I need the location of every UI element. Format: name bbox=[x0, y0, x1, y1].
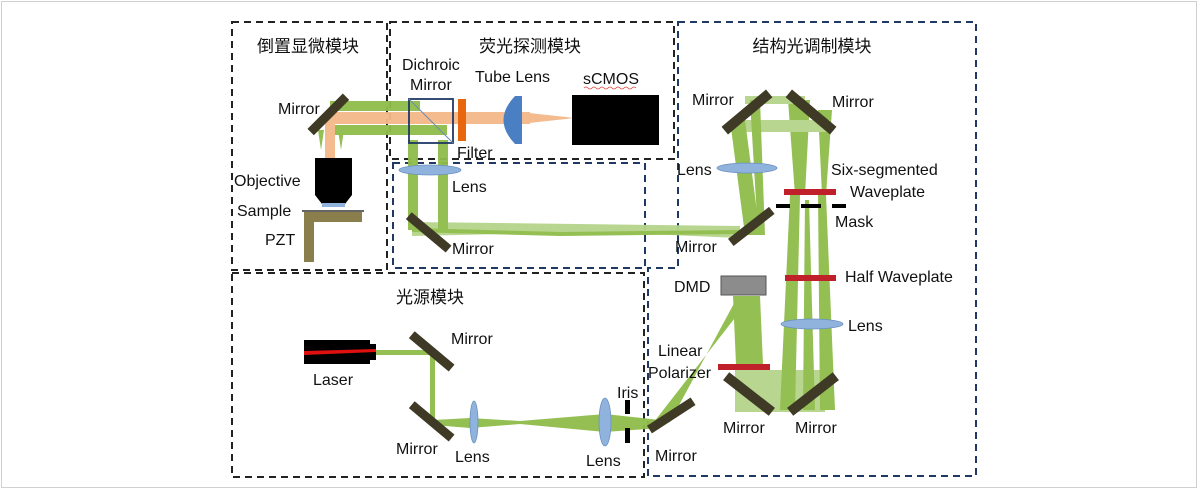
beam-up-2 bbox=[803, 200, 815, 410]
scmos-camera bbox=[572, 95, 659, 145]
beam-relay-left-1 bbox=[408, 140, 418, 230]
six-segmented-waveplate bbox=[784, 189, 836, 195]
beam-scope-bottom bbox=[335, 125, 447, 135]
beam-up-3 bbox=[818, 195, 835, 410]
label-mirror-bottom-left: Mirror bbox=[723, 420, 765, 437]
label-objective: Objective bbox=[234, 173, 301, 190]
iris-bottom bbox=[625, 428, 630, 443]
beam-src-vertical bbox=[430, 352, 435, 422]
mirror-relay-right bbox=[728, 206, 775, 246]
beam-to-dmd bbox=[650, 296, 752, 427]
label-mirror-src-top: Mirror bbox=[451, 331, 493, 348]
label-mirror-top-right: Mirror bbox=[832, 94, 874, 111]
label-six-seg-2: Waveplate bbox=[850, 184, 925, 201]
module-title-detection: 荧光探测模块 bbox=[479, 37, 581, 57]
label-mirror-bottom-right: Mirror bbox=[795, 420, 837, 437]
beam-left-column bbox=[730, 120, 760, 235]
mirror-bottom-left bbox=[723, 372, 775, 416]
label-lens-relay-left: Lens bbox=[452, 179, 487, 196]
beam-laser-out bbox=[376, 350, 432, 355]
label-lens-src-1: Lens bbox=[455, 449, 490, 466]
label-mirror-entry: Mirror bbox=[655, 448, 697, 465]
mirror-entry bbox=[647, 397, 696, 434]
beams bbox=[318, 96, 835, 432]
iris-top bbox=[625, 400, 630, 414]
label-mirror-relay-right: Mirror bbox=[675, 239, 717, 256]
label-mirror-top-left: Mirror bbox=[692, 92, 734, 109]
module-box-microscope bbox=[231, 21, 388, 271]
module-title-source: 光源模块 bbox=[396, 288, 464, 308]
mirror-top-left bbox=[721, 89, 773, 135]
label-lens-src-2: Lens bbox=[586, 453, 621, 470]
label-scmos: sCMOS bbox=[583, 71, 639, 88]
label-laser: Laser bbox=[313, 372, 354, 389]
lens-modulation bbox=[780, 318, 844, 330]
beam-relay-2 bbox=[412, 228, 740, 236]
beam-scope-top bbox=[330, 101, 420, 111]
fluorescence-horizontal bbox=[330, 112, 530, 124]
mirror-top-right bbox=[785, 89, 837, 135]
objective bbox=[315, 158, 352, 204]
dichroic-mirror bbox=[408, 98, 454, 144]
label-tube-lens: Tube Lens bbox=[475, 69, 550, 86]
label-six-seg-1: Six-segmented bbox=[831, 162, 938, 179]
lens-src-1 bbox=[469, 400, 479, 444]
mirror-relay-left bbox=[405, 212, 452, 253]
half-waveplate bbox=[785, 275, 836, 281]
label-linear-2: Polarizer bbox=[648, 365, 712, 382]
laser-beam-red bbox=[304, 349, 376, 355]
mirror-bottom-right bbox=[787, 372, 839, 416]
beam-scope-down-1 bbox=[318, 130, 324, 150]
label-half-waveplate: Half Waveplate bbox=[845, 269, 953, 286]
module-box-modulation bbox=[647, 21, 977, 477]
mirror-src-bottom bbox=[408, 401, 455, 442]
filter bbox=[458, 99, 466, 141]
dichroic-diagonal bbox=[408, 98, 454, 144]
fluorescence-down bbox=[325, 118, 335, 163]
module-box-source bbox=[231, 272, 645, 478]
label-lens-modulation: Lens bbox=[848, 318, 883, 335]
lens-relay-left bbox=[398, 164, 462, 176]
dmd bbox=[720, 275, 767, 296]
lens-relay-right bbox=[716, 162, 778, 174]
label-filter: Filter bbox=[457, 145, 493, 162]
linear-polarizer bbox=[718, 364, 770, 370]
label-dmd: DMD bbox=[674, 279, 710, 296]
beam-up-1 bbox=[780, 195, 800, 410]
label-dichroic-2: Mirror bbox=[410, 77, 452, 94]
spellcheck-underline bbox=[583, 86, 637, 90]
label-mirror-relay-left: Mirror bbox=[452, 241, 494, 258]
beam-relay-left-2 bbox=[438, 140, 448, 230]
objective-tip bbox=[322, 203, 345, 207]
label-mirror-src-bottom: Mirror bbox=[396, 441, 438, 458]
fluorescence-converge bbox=[520, 112, 575, 124]
label-linear-1: Linear bbox=[658, 343, 703, 360]
label-mask: Mask bbox=[835, 214, 874, 231]
label-pzt: PZT bbox=[265, 232, 295, 249]
tube-lens bbox=[503, 96, 522, 144]
label-lens-relay-right: Lens bbox=[677, 162, 712, 179]
beam-top-horizontal-1 bbox=[745, 96, 805, 104]
mirror-src-top bbox=[408, 331, 455, 372]
module-box-detection bbox=[389, 21, 675, 160]
module-title-microscope: 倒置显微模块 bbox=[257, 37, 359, 57]
pzt-stage bbox=[304, 212, 362, 262]
label-mirror-scope: Mirror bbox=[278, 101, 320, 118]
label-iris: Iris bbox=[617, 385, 638, 402]
mask bbox=[776, 204, 846, 208]
module-title-modulation: 结构光调制模块 bbox=[753, 37, 872, 57]
label-sample: Sample bbox=[237, 203, 291, 220]
label-dichroic-1: Dichroic bbox=[402, 57, 460, 74]
beam-scope-down-2 bbox=[338, 130, 344, 150]
lens-src-2 bbox=[598, 397, 612, 447]
module-box-relay bbox=[392, 162, 646, 269]
mirror-scope bbox=[307, 93, 350, 136]
